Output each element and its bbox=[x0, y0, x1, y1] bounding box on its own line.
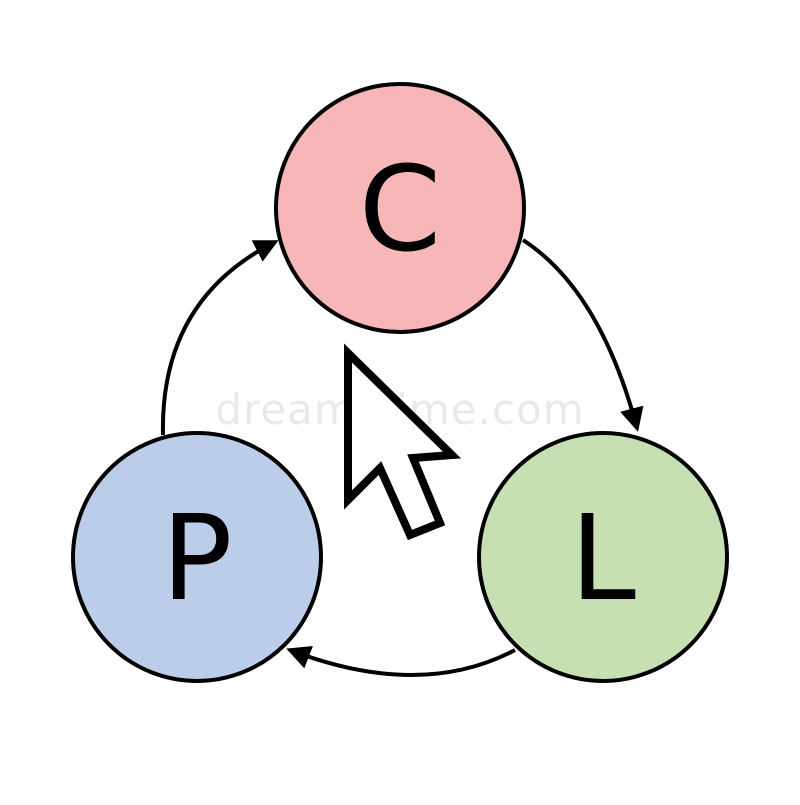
node-c-circle bbox=[274, 82, 526, 334]
node-c: C bbox=[274, 82, 526, 334]
mouse-pointer-icon bbox=[344, 343, 462, 541]
node-l: L bbox=[477, 431, 729, 683]
node-p-circle bbox=[71, 431, 323, 683]
edge-c-to-l-arrow bbox=[521, 238, 644, 432]
node-p-label: P bbox=[161, 489, 232, 627]
edge-p-to-c-arrow bbox=[160, 240, 279, 436]
node-c-label: C bbox=[359, 140, 441, 278]
edge-l-to-p-arrow bbox=[286, 645, 516, 677]
node-l-label: L bbox=[570, 489, 636, 627]
node-p: P bbox=[71, 431, 323, 683]
node-l-circle bbox=[477, 431, 729, 683]
